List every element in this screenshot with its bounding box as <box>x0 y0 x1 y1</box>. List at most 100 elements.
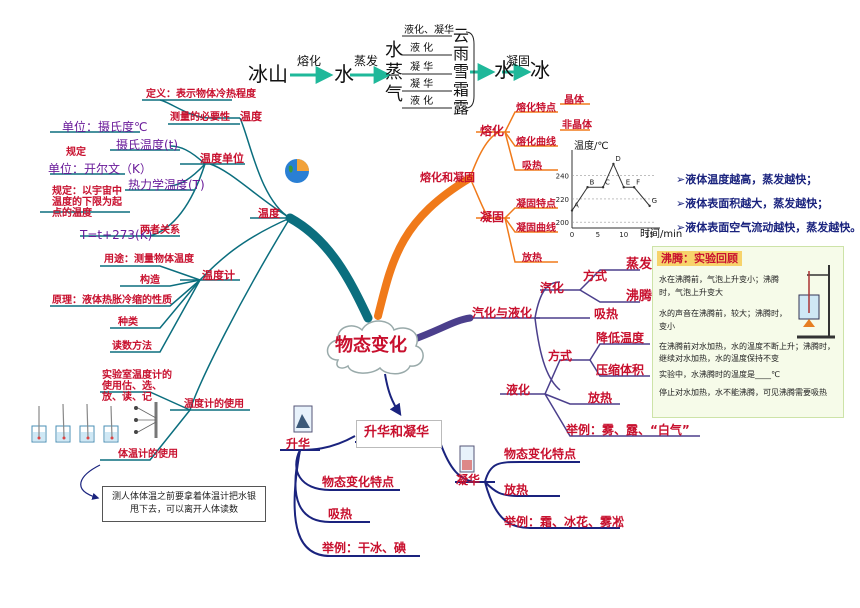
sublime-node: 升华 <box>286 437 311 451</box>
eye-reading-icon <box>134 402 158 438</box>
chart-xtick-0: 0 <box>570 231 574 239</box>
evap-fact-2: ➢液体表面积越大，蒸发越快； <box>676 197 829 210</box>
temperature-node: 温度 <box>258 207 280 220</box>
vapor-char-2: 蒸 <box>385 62 403 83</box>
chart-ytick-1: 220 <box>556 196 569 204</box>
branch-label-3: 凝 华 <box>410 62 434 73</box>
ice-text: 冰山 <box>248 62 288 86</box>
boiling-apparatus-icon <box>797 265 835 339</box>
temp-need: 测量的必要性 <box>170 112 230 123</box>
boil-panel-title: 沸腾：实验回顾 <box>657 251 742 266</box>
chart-point-label-B: B <box>590 178 595 186</box>
relation-label: 两者关系 <box>140 225 180 236</box>
weather-cloud: 云 <box>453 26 470 45</box>
vapor-char-3: 气 <box>385 84 403 105</box>
water-text-1: 水 <box>334 62 354 86</box>
vaporization-node: 汽化 <box>540 281 565 295</box>
center-title: 物态变化 <box>335 335 407 356</box>
weather-frost: 霜 <box>453 80 470 99</box>
thermo-structure: 构造 <box>140 275 160 286</box>
chart-xtick-3: 15 <box>645 231 654 239</box>
sublimation-box <box>356 420 442 448</box>
melt-solid-node: 熔化和凝固 <box>420 171 475 184</box>
kelvin-unit: 单位：开尔文（K） <box>48 162 152 176</box>
branch-label-4: 凝 华 <box>410 79 434 90</box>
sub-feature: 物态变化特点 <box>322 475 395 489</box>
sub-example: 举例：干冰、碘 <box>322 541 407 555</box>
chart-point-G <box>648 204 651 208</box>
celsius-unit: 单位：摄氏度℃ <box>62 120 148 134</box>
evap-fact-1: ➢液体温度越高，蒸发越快； <box>676 173 818 186</box>
solidify-node: 凝固 <box>480 210 505 224</box>
freeze-label: 凝固 <box>506 54 531 68</box>
chart-point-B <box>586 186 589 189</box>
evaporate-node: 蒸发 <box>626 257 653 272</box>
solid-release: 放热 <box>522 253 542 264</box>
solid-curve: 凝固曲线 <box>516 223 556 234</box>
vapor-method: 方式 <box>583 269 608 283</box>
vapor-branch-lines <box>470 269 700 437</box>
clinical-thermo: 体温计的使用 <box>118 449 178 460</box>
evaporate-label: 蒸发 <box>354 54 379 68</box>
chart-curve-line <box>571 162 651 211</box>
deposition-node: 凝华 <box>456 473 481 487</box>
center-cloud <box>326 320 424 375</box>
boil-line-4: 实验中，水沸腾时的温度是____℃ <box>659 370 780 379</box>
chart-xlabel: 时间/min <box>640 229 683 240</box>
amorphous-label: 非晶体 <box>562 120 592 131</box>
kelvin-rule: 规定：以宇宙中温度的下限为起点的温度 <box>52 186 122 219</box>
liquefy-release: 放热 <box>588 391 613 405</box>
chart-point-label-F: F <box>636 178 640 186</box>
earth-icon <box>285 159 309 183</box>
melting-node: 熔化 <box>480 124 505 138</box>
temp-scale-node: 温度单位 <box>200 152 244 165</box>
boil-line-3: 在沸腾前对水加热，水的温度不断上升；沸腾时，继续对水加热，水的温度保持不变 <box>659 342 835 363</box>
temperature-branch-lines <box>40 99 291 237</box>
solid-feature: 凝固特点 <box>516 199 556 210</box>
branch-label-1: 液化、凝华 <box>404 25 454 36</box>
chart-point-label-E: E <box>626 178 630 186</box>
vapor-absorb: 吸热 <box>594 307 619 321</box>
chart-ylabel: 温度/℃ <box>574 141 609 152</box>
weather-rain: 雨 <box>453 44 470 63</box>
liquefy-method: 方式 <box>548 349 573 363</box>
melt-curve: 熔化曲线 <box>516 137 556 148</box>
sub-absorb: 吸热 <box>328 507 353 521</box>
compress-node: 压缩体积 <box>596 363 645 377</box>
celsius-temp: 摄氏温度(t) <box>116 138 179 152</box>
temp-def-node: 温度 <box>240 110 262 123</box>
branch-label-5: 液 化 <box>410 96 434 107</box>
chart-point-D <box>612 162 615 166</box>
boil-node: 沸腾 <box>626 289 653 304</box>
liquefy-node: 液化 <box>506 383 531 397</box>
lab-thermo-use: 实验室温度计的使用估、选、放、读、记 <box>102 370 172 403</box>
beaker-illustrations <box>31 403 119 443</box>
branch-label-2: 液 化 <box>410 43 434 54</box>
chart-point-F <box>632 186 636 189</box>
chart-point-A <box>570 209 574 212</box>
chart-point-label-G: G <box>652 197 657 205</box>
thermo-reading: 读数方法 <box>112 341 152 352</box>
chart-point-label-C: C <box>605 178 610 186</box>
liquefy-example: 举例：雾、露、“白气” <box>566 423 690 437</box>
boil-line-2: 水的声音在沸腾前，较大；沸腾时，变小 <box>659 309 787 331</box>
dep-example: 举例：霜、冰花、雾凇 <box>504 515 625 529</box>
evap-fact-3: ➢液体表面空气流动越快，蒸发越快。 <box>676 221 860 234</box>
chart-point-label-A: A <box>574 202 579 210</box>
dep-release: 放热 <box>504 483 529 497</box>
thermo-use: 用途：测量物体温度 <box>104 254 194 265</box>
crystal-label: 晶体 <box>564 95 584 106</box>
thermo-temp: 热力学温度(T) <box>128 178 205 192</box>
sublimation-branch-lines <box>280 435 620 557</box>
thermometer-branch-lines <box>50 217 291 461</box>
chart-point-E <box>622 186 625 189</box>
weather-snow: 雪 <box>453 62 470 81</box>
melt-feature: 熔化特点 <box>516 103 556 114</box>
lower-temp-node: 降低温度 <box>596 331 645 345</box>
sublimation-node: 升华和凝华 <box>364 425 430 440</box>
temp-definition: 定义：表示物体冷热程度 <box>146 89 256 100</box>
chart-ytick-0: 200 <box>556 219 569 227</box>
dep-feature: 物态变化特点 <box>504 447 577 461</box>
